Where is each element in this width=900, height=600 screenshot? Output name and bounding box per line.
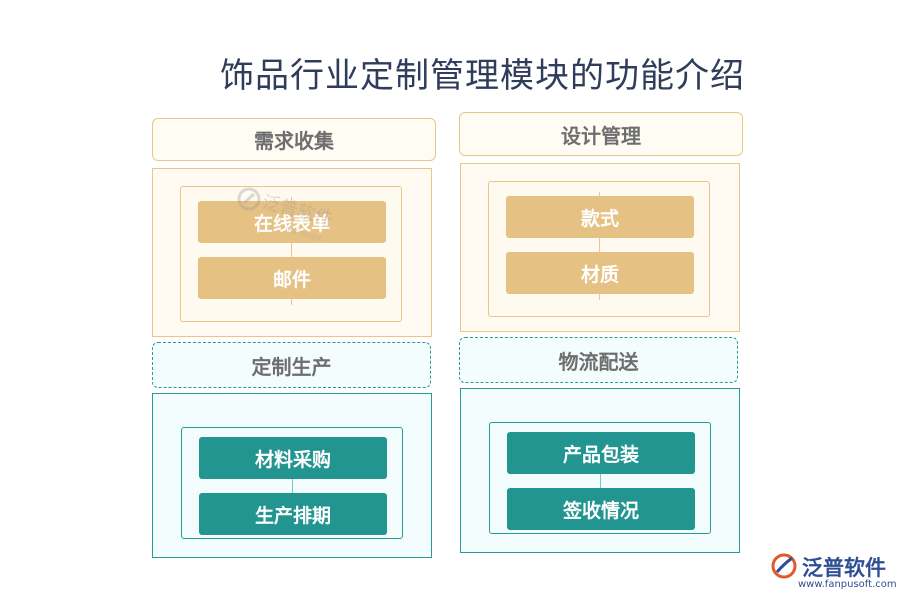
logo-name: 泛普软件 bbox=[802, 556, 886, 580]
brand-logo: 泛普软件 www.fanpusoft.com bbox=[770, 552, 897, 596]
module-panel-logistics: 产品包装 签收情况 bbox=[460, 388, 740, 553]
item-product-packaging: 产品包装 bbox=[507, 432, 695, 474]
module-panel-production: 材料采购 生产排期 bbox=[152, 393, 432, 558]
module-inner-logistics: 产品包装 签收情况 bbox=[489, 422, 711, 534]
item-connector bbox=[292, 438, 293, 528]
logo-url: www.fanpusoft.com bbox=[798, 579, 897, 590]
module-header-production: 定制生产 bbox=[152, 342, 431, 388]
item-connector bbox=[600, 433, 601, 523]
module-header-requirements: 需求收集 bbox=[152, 118, 436, 161]
module-header-design: 设计管理 bbox=[459, 112, 743, 156]
item-connector bbox=[291, 197, 292, 305]
module-inner-production: 材料采购 生产排期 bbox=[181, 427, 403, 539]
item-material: 材质 bbox=[506, 252, 694, 294]
module-panel-requirements: 在线表单 邮件 bbox=[152, 168, 432, 337]
module-panel-design: 款式 材质 bbox=[460, 163, 740, 332]
item-production-schedule: 生产排期 bbox=[199, 493, 387, 535]
item-material-procurement: 材料采购 bbox=[199, 437, 387, 479]
fanpu-logo-icon bbox=[771, 553, 797, 579]
module-inner-design: 款式 材质 bbox=[488, 181, 710, 317]
item-email: 邮件 bbox=[198, 257, 386, 299]
item-online-form: 在线表单 bbox=[198, 201, 386, 243]
item-delivery-receipt: 签收情况 bbox=[507, 488, 695, 530]
module-inner-requirements: 在线表单 邮件 bbox=[180, 186, 402, 322]
item-style: 款式 bbox=[506, 196, 694, 238]
module-header-logistics: 物流配送 bbox=[459, 337, 738, 383]
watermark: 泛普软件 SOFTWARE bbox=[236, 186, 335, 243]
page-title: 饰品行业定制管理模块的功能介绍 bbox=[220, 56, 745, 96]
item-connector bbox=[599, 192, 600, 300]
watermark-logo-icon bbox=[237, 187, 261, 211]
